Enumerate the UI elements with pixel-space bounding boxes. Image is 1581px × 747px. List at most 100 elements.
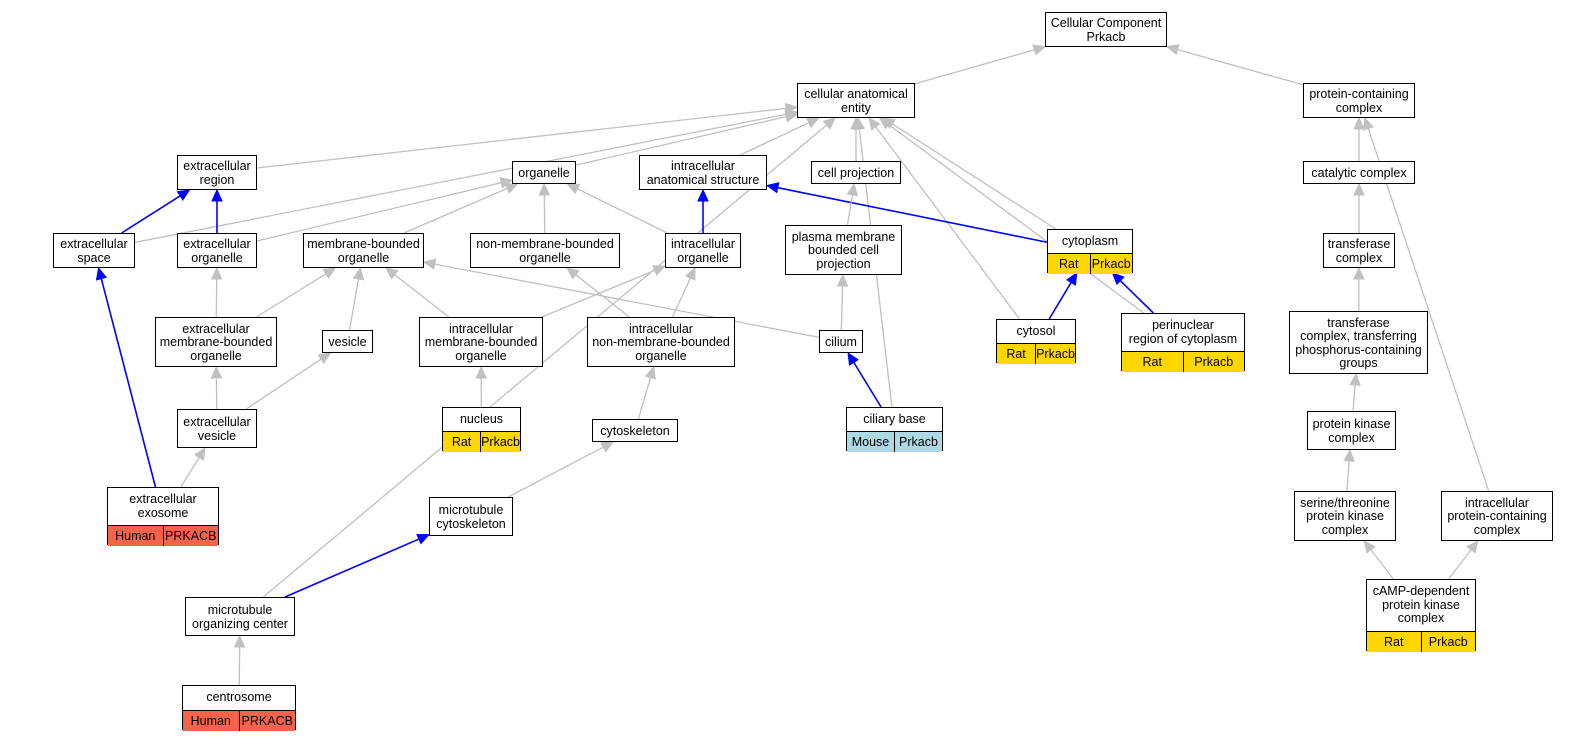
node-label: centrosome: [206, 690, 272, 705]
edge-ico-to-ias: [697, 188, 709, 233]
edge-pcc-to-root: [1165, 44, 1304, 86]
annotation-gene: PRKACB: [238, 711, 296, 731]
node-pcc[interactable]: protein-containing complex: [1303, 83, 1415, 118]
edge-vesicle-to-mbo: [348, 266, 365, 331]
node-label: perinuclear region of cytoplasm: [1128, 318, 1238, 346]
edge-tcphos-to-transcx: [1353, 266, 1365, 312]
node-root[interactable]: Cellular Component Prkacb: [1045, 12, 1167, 47]
edge-centrosome-to-mtoc: [233, 634, 246, 686]
edge-mtcyto-to-cytoskel: [507, 441, 615, 498]
edge-campk-to-ipcc: [1448, 540, 1479, 580]
edge-cilbase-to-cilium: [847, 351, 882, 408]
annotation-species: Human: [190, 714, 231, 728]
annotation-species: Rat: [1384, 635, 1404, 649]
node-mtoc[interactable]: microtubule organizing center: [185, 597, 295, 636]
edge-exmbo-to-mbo: [255, 267, 337, 318]
node-mbo[interactable]: membrane-bounded organelle: [303, 233, 424, 268]
node-exorg[interactable]: extracellular organelle: [177, 233, 257, 268]
edge-cytosol-to-cytoplasm: [1048, 271, 1078, 320]
node-cilium[interactable]: cilium: [819, 330, 863, 353]
node-label: cytoplasm: [1061, 233, 1119, 248]
node-label: non-membrane-bounded organelle: [476, 237, 614, 265]
edge-ipcc-to-pcc: [1362, 116, 1490, 492]
edge-mbo-to-organelle: [403, 183, 519, 234]
node-catcx[interactable]: catalytic complex: [1303, 161, 1415, 184]
edge-exorg-to-exreg: [211, 188, 223, 233]
edge-exosome-to-exves: [180, 446, 206, 488]
node-vesicle[interactable]: vesicle: [322, 330, 373, 353]
node-organelle[interactable]: organelle: [512, 161, 576, 184]
node-label: cellular anatomical entity: [804, 87, 908, 115]
node-label: organelle: [518, 165, 570, 180]
edge-cae-to-root: [914, 44, 1047, 85]
node-cytoskel[interactable]: cytoskeleton: [592, 419, 678, 442]
edge-stpkc-to-pkc: [1343, 448, 1355, 492]
annotation-row: Rat Prkacb: [1367, 631, 1475, 652]
annotation-row: Human PRKACB: [183, 710, 295, 731]
node-label: cell projection: [817, 165, 895, 180]
edge-perinuc-to-cytoplasm: [1111, 272, 1154, 314]
edge-exves-to-exmbo: [210, 365, 223, 410]
edge-mtoc-to-mtcyto: [284, 533, 431, 598]
edge-pmbcp-to-cellproj: [846, 182, 859, 226]
edge-nucleus-to-imbo: [475, 365, 487, 408]
edge-cilium-to-mbo: [422, 258, 820, 338]
node-tcphos[interactable]: transferase complex, transferring phosph…: [1289, 311, 1428, 374]
annotation-species: Mouse: [851, 435, 890, 449]
node-label: plasma membrane bounded cell projection: [791, 229, 896, 271]
edge-exspace-to-cae: [134, 108, 799, 244]
node-ico[interactable]: intracellular organelle: [665, 233, 741, 268]
node-label: Cellular Component Prkacb: [1050, 16, 1162, 44]
node-label: intracellular protein-containing complex: [1447, 495, 1547, 537]
edge-pkc-to-tcphos: [1349, 372, 1361, 412]
edge-inmbo-to-ico: [671, 266, 696, 318]
node-ias[interactable]: intracellular anatomical structure: [639, 155, 767, 190]
node-inmbo[interactable]: intracellular non-membrane-bounded organ…: [587, 317, 735, 367]
node-label: extracellular membrane-bounded organelle: [159, 321, 273, 363]
node-pkc[interactable]: protein kinase complex: [1307, 411, 1396, 450]
annotation-species: Rat: [1059, 257, 1079, 271]
node-ipcc[interactable]: intracellular protein-containing complex: [1441, 491, 1553, 541]
edge-transcx-to-catcx: [1353, 182, 1365, 233]
node-pmbcp[interactable]: plasma membrane bounded cell projection: [785, 225, 902, 275]
edge-campk-to-stpkc: [1363, 540, 1394, 580]
edge-cytoskel-to-inmbo: [637, 365, 656, 420]
edge-mtoc-to-cae: [262, 117, 837, 598]
node-mtcyto[interactable]: microtubule cytoskeleton: [429, 497, 513, 536]
node-label: extracellular exosome: [129, 492, 197, 520]
node-label: vesicle: [328, 334, 367, 349]
node-label: ciliary base: [863, 411, 926, 426]
node-stpkc[interactable]: serine/threonine protein kinase complex: [1294, 491, 1396, 541]
node-exmbo[interactable]: extracellular membrane-bounded organelle: [155, 317, 277, 367]
node-exreg[interactable]: extracellular region: [177, 155, 257, 190]
edge-exves-to-vesicle: [245, 352, 332, 410]
node-cae[interactable]: cellular anatomical entity: [797, 83, 915, 118]
node-imbo[interactable]: intracellular membrane-bounded organelle: [419, 317, 543, 367]
node-transcx[interactable]: transferase complex: [1323, 233, 1395, 268]
node-cellproj[interactable]: cell projection: [811, 161, 901, 184]
node-label: extracellular space: [60, 237, 128, 265]
node-nmbo[interactable]: non-membrane-bounded organelle: [470, 233, 620, 268]
node-exves[interactable]: extracellular vesicle: [177, 409, 257, 448]
node-label: intracellular organelle: [671, 237, 735, 265]
node-label: transferase complex: [1327, 237, 1391, 265]
node-exspace[interactable]: extracellular space: [53, 233, 135, 268]
annotation-gene: Prkacb: [1420, 632, 1476, 652]
edge-ias-to-cae: [739, 117, 820, 156]
edge-cytoplasm-to-cae: [882, 117, 1057, 230]
node-label: intracellular non-membrane-bounded organ…: [592, 321, 730, 363]
node-label: membrane-bounded organelle: [307, 237, 420, 265]
